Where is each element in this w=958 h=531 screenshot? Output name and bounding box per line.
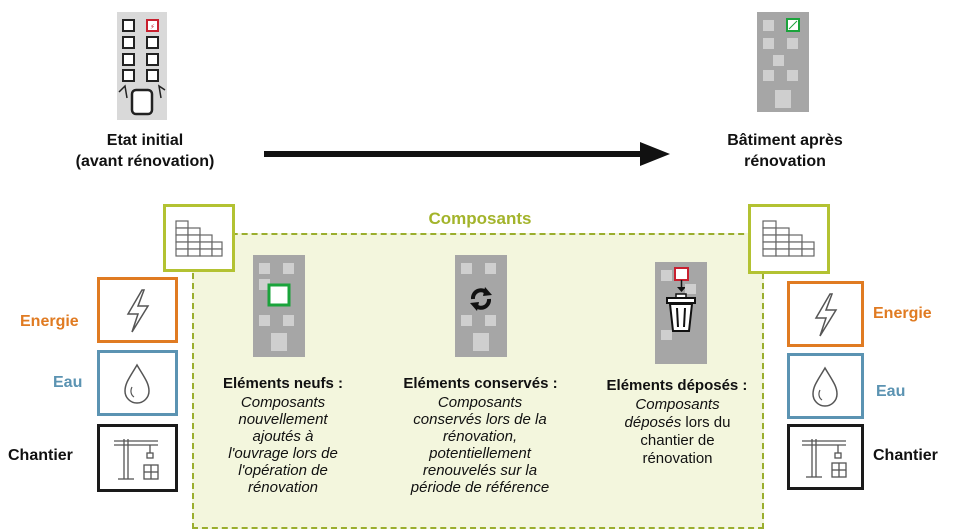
water-label-left: Eau: [53, 374, 83, 391]
desc-line: l'ouvrage lors de: [228, 445, 338, 462]
desc-line: conservés lors de la: [413, 411, 547, 428]
components-title: Composants: [428, 209, 532, 228]
initial-state-label-line1: Etat initial: [106, 132, 184, 149]
crane-icon: [97, 424, 178, 492]
desc-line: rénovation,: [442, 428, 518, 445]
trash-bin-icon: [666, 293, 696, 332]
building-new-elements-icon: [253, 255, 305, 357]
arrow-right-icon: [262, 140, 672, 168]
desc-line: période de référence: [410, 479, 550, 496]
removed-elements-title: Eléments déposés :: [606, 377, 748, 394]
desc-line: renouvelés sur la: [422, 462, 538, 479]
kept-elements-title: Eléments conservés :: [403, 375, 558, 392]
renovated-state-label-line2: rénovation: [744, 153, 826, 170]
desc-line: Composants: [635, 396, 720, 413]
svg-text:⚡: ⚡: [150, 23, 155, 31]
renovated-state-label-line1: Bâtiment après: [727, 132, 843, 149]
water-drop-icon: [97, 350, 178, 416]
lightning-icon: [97, 277, 178, 343]
desc-line: rénovation: [642, 450, 713, 467]
desc-line: potentiellement: [429, 445, 531, 462]
removed-elements-description: Composants déposés lors du chantier de r…: [585, 396, 770, 468]
water-label-right: Eau: [876, 383, 906, 400]
desc-emphasis: déposés: [624, 414, 682, 431]
site-label-left: Chantier: [8, 447, 73, 464]
kept-elements-description: Composants conservés lors de la rénovati…: [375, 394, 585, 496]
desc-line: ajoutés à: [252, 428, 314, 445]
building-initial-icon: ⚡: [117, 12, 167, 120]
desc-line: Composants: [240, 394, 326, 411]
energy-label-right: Energie: [873, 305, 932, 322]
building-kept-elements-icon: [455, 255, 507, 357]
crane-icon: [787, 424, 864, 490]
water-drop-icon: [787, 353, 864, 419]
site-label-right: Chantier: [873, 447, 938, 464]
desc-line: rénovation: [247, 479, 319, 496]
brick-wall-icon: [163, 204, 235, 272]
lightning-icon: [787, 281, 864, 347]
desc-line: nouvellement: [238, 411, 328, 428]
desc-text: lors du: [681, 414, 731, 431]
desc-line: chantier de: [640, 432, 715, 449]
new-elements-title: Eléments neufs :: [222, 375, 344, 392]
new-elements-description: Composants nouvellement ajoutés à l'ouvr…: [203, 394, 363, 496]
brick-wall-icon: [748, 204, 830, 274]
desc-line: déposés lors du: [585, 414, 770, 432]
refresh-icon: [470, 287, 492, 311]
energy-label-left: Energie: [20, 313, 79, 330]
building-renovated-icon: [757, 12, 809, 112]
initial-state-label-line2: (avant rénovation): [75, 153, 215, 170]
desc-line: l'opération de: [238, 462, 328, 479]
desc-line: Composants: [437, 394, 523, 411]
building-removed-elements-icon: [655, 262, 707, 364]
